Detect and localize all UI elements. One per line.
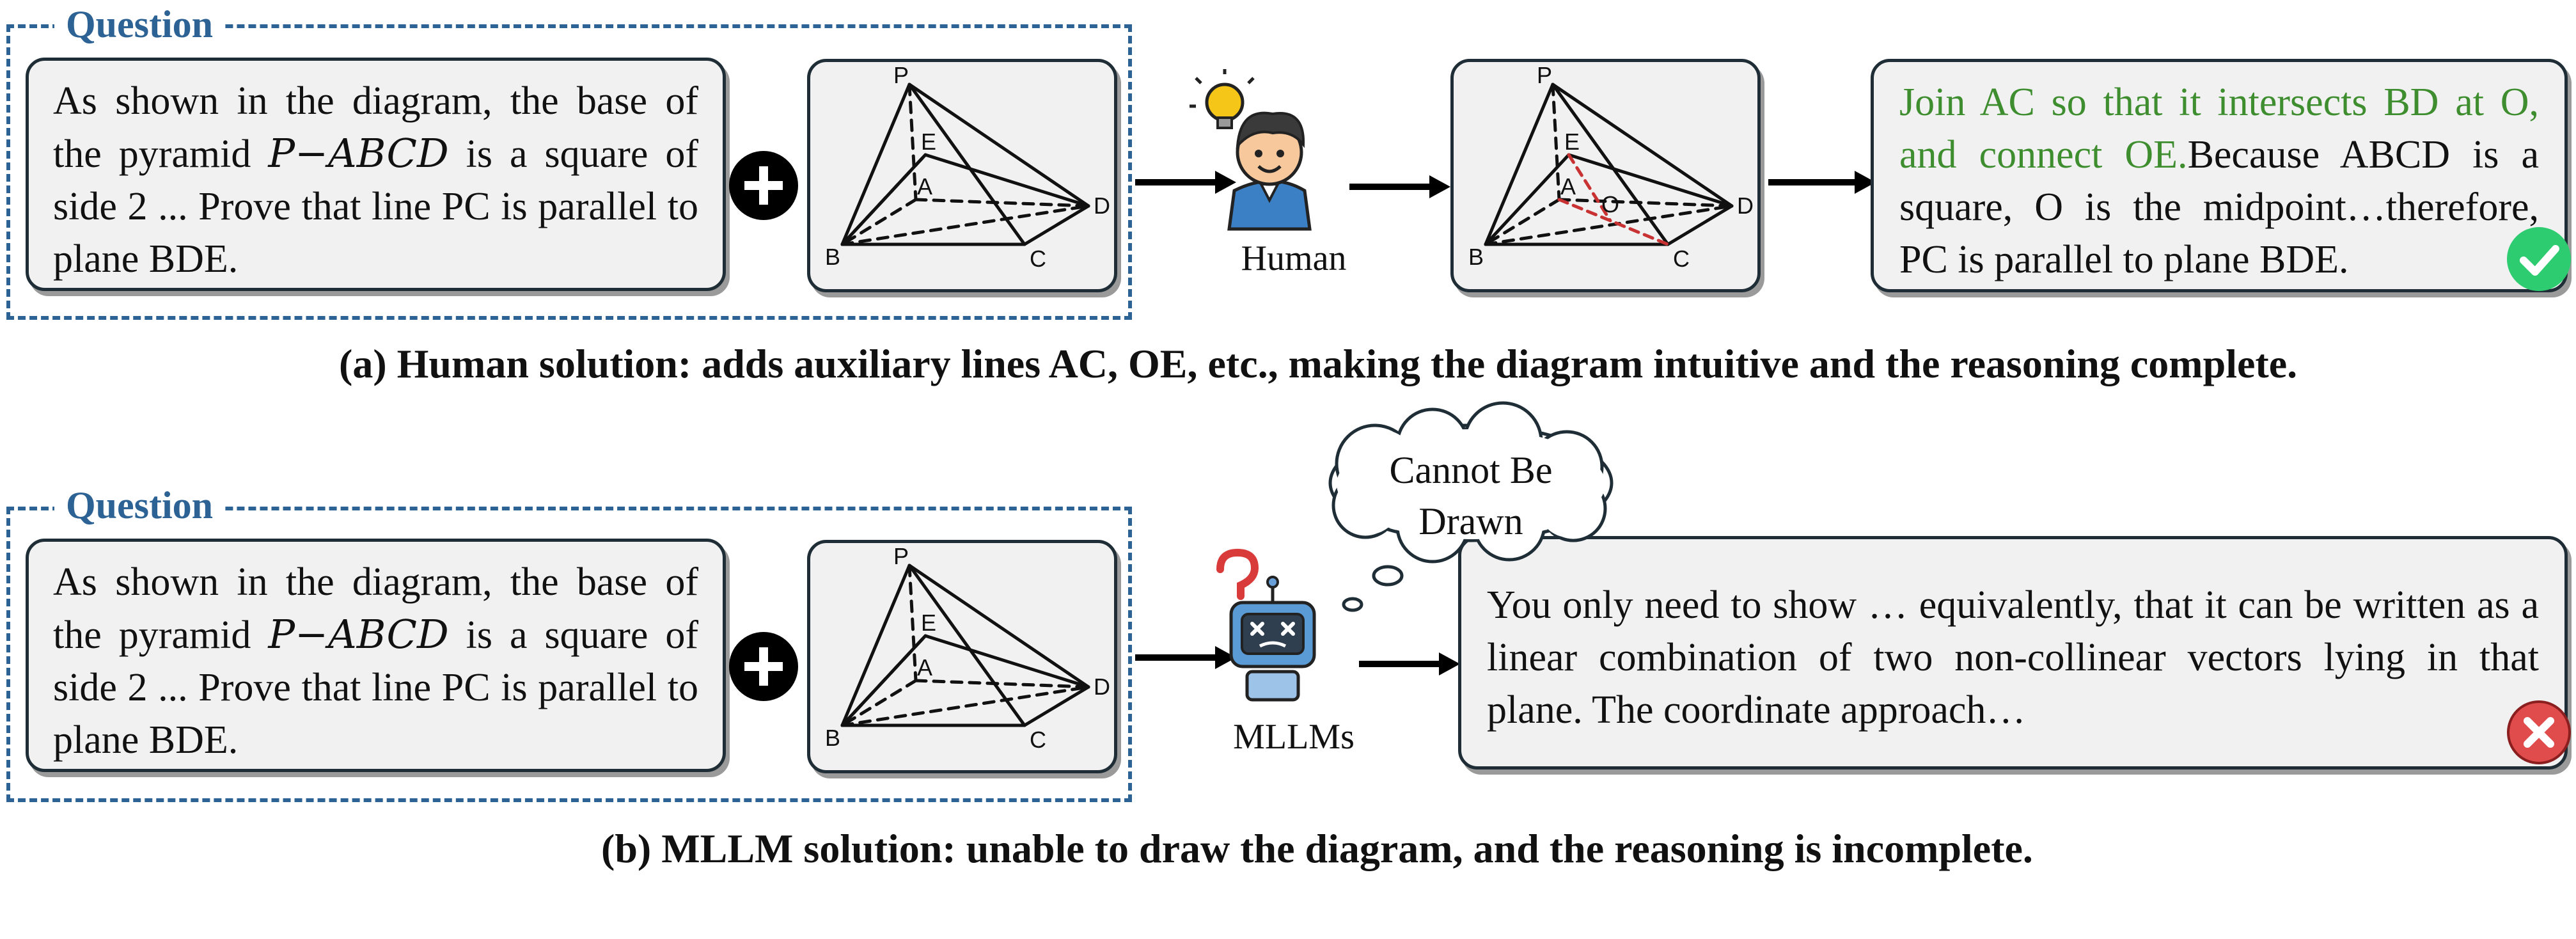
edge-pd xyxy=(907,83,1090,208)
edge-ad xyxy=(914,198,1090,208)
label-c-b: C xyxy=(1030,727,1046,753)
label-d-b: D xyxy=(1094,674,1110,700)
robot-icon xyxy=(1216,548,1316,702)
plus-icon-a xyxy=(729,151,798,220)
label-e-solved: E xyxy=(1564,129,1580,155)
question-frame-a xyxy=(6,24,1132,320)
label-o-solved: O xyxy=(1601,191,1619,217)
arrow-a2 xyxy=(1349,175,1450,198)
label-a: A xyxy=(917,173,932,200)
check-icon xyxy=(2507,227,2571,291)
edge-cd xyxy=(1023,204,1090,246)
edge-pa xyxy=(907,83,918,201)
question-frame-b xyxy=(6,507,1132,802)
diagram-box-b: P E A B C D xyxy=(807,540,1117,773)
label-e: E xyxy=(921,129,936,155)
edge-pc xyxy=(907,83,1026,246)
pyramid-diagram-a-solved: P E A O B C D xyxy=(1468,62,1754,272)
label-d-solved: D xyxy=(1737,193,1754,219)
label-a-b: A xyxy=(917,654,932,681)
question-label-b: Question xyxy=(54,486,225,525)
question-math-a: P−ABCD xyxy=(268,130,449,177)
arrow-a1 xyxy=(1135,171,1236,194)
human-label: Human xyxy=(1241,239,1347,278)
question-text-box-a: As shown in the diagram, the base of the… xyxy=(26,58,726,291)
label-c-solved: C xyxy=(1673,246,1690,272)
label-b-b: B xyxy=(825,725,840,751)
edge-pb xyxy=(840,83,911,246)
human-icon xyxy=(1190,69,1312,231)
thought-dots xyxy=(1342,597,1363,612)
label-p-solved: P xyxy=(1537,62,1552,88)
arrow-a3 xyxy=(1768,171,1876,194)
question-text-box-b: As shown in the diagram, the base of the… xyxy=(26,539,726,772)
edge-be xyxy=(840,153,927,246)
label-d: D xyxy=(1094,193,1110,219)
edge-ab xyxy=(840,198,918,246)
answer-box-b: You only need to show … equivalently, th… xyxy=(1458,536,2568,769)
question-label-a: Question xyxy=(54,5,225,43)
label-a-solved: A xyxy=(1560,173,1576,200)
label-c: C xyxy=(1030,246,1046,272)
label-b: B xyxy=(825,244,840,270)
edge-ed xyxy=(923,153,1090,208)
mllm-label: MLLMs xyxy=(1233,717,1355,757)
label-e-b: E xyxy=(921,610,936,636)
arrow-b1 xyxy=(1135,646,1236,669)
answer-rest-a: Because ABCD is a square, O is the midpo… xyxy=(1899,133,2539,281)
answer-auxiliary-step: Join AC so that it intersects BD at O, a… xyxy=(1899,81,2539,177)
answer-text-b: You only need to show … equivalently, th… xyxy=(1487,583,2539,732)
label-b-solved: B xyxy=(1468,244,1484,270)
auxiliary-line-ac xyxy=(1557,198,1670,246)
plus-icon-b xyxy=(729,632,798,701)
label-p: P xyxy=(893,62,909,88)
cross-icon xyxy=(2507,700,2571,764)
edge-bd xyxy=(840,204,1090,246)
diagram-box-a-solved: P E A O B C D xyxy=(1450,59,1761,292)
thought-cloud xyxy=(1328,401,1614,587)
answer-box-a: Join AC so that it intersects BD at O, a… xyxy=(1871,59,2568,292)
caption-a: (a) Human solution: adds auxiliary lines… xyxy=(339,341,2298,386)
pyramid-diagram-a: P E A B C D xyxy=(825,62,1110,272)
caption-b: (b) MLLM solution: unable to draw the di… xyxy=(601,826,2033,871)
auxiliary-line-oe xyxy=(1567,153,1612,223)
thought-text: Cannot Be Drawn xyxy=(1389,449,1553,542)
arrow-b2 xyxy=(1359,652,1460,675)
lightbulb-icon xyxy=(1190,69,1255,129)
question-math-b: P−ABCD xyxy=(268,611,449,658)
diagram-box-a: P E A B C D xyxy=(807,59,1117,292)
label-p-b: P xyxy=(893,543,909,569)
pyramid-diagram-b: P E A B C D xyxy=(825,543,1110,753)
